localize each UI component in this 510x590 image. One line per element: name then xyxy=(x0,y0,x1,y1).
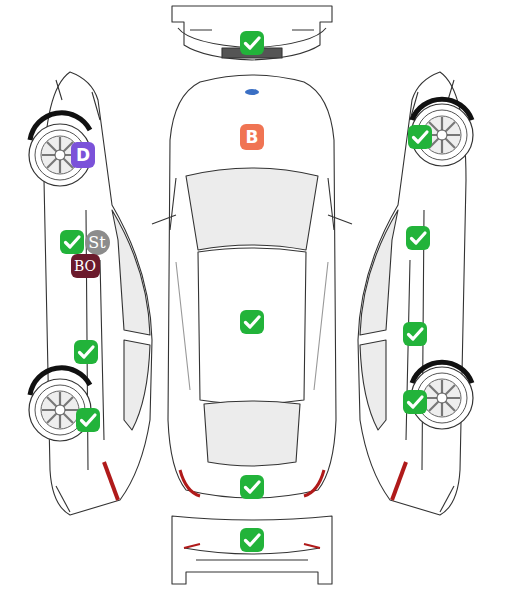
damage-badge: D xyxy=(71,142,95,168)
damage-badge: B xyxy=(240,124,264,150)
badge-letter: B xyxy=(246,127,259,147)
damage-badge: St xyxy=(85,230,110,255)
badge-letter: D xyxy=(76,145,90,165)
badge-letter: St xyxy=(88,233,105,252)
damage-badge: BO xyxy=(71,254,100,278)
check-marks xyxy=(60,31,432,552)
badge-letter: BO xyxy=(74,258,96,274)
